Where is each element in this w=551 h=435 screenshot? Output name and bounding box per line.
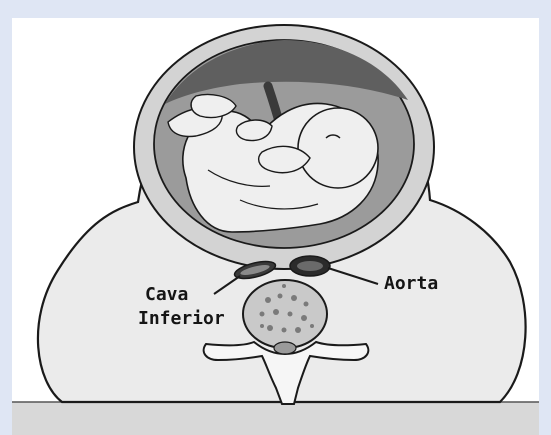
floor-surface: [12, 402, 539, 435]
vertebral-body: [243, 280, 327, 348]
aorta-lumen: [297, 261, 323, 271]
label-cava-line1: Cava: [145, 284, 188, 305]
label-cava-line2: Inferior: [138, 308, 225, 329]
fetus-head: [298, 108, 378, 188]
spinal-canal: [274, 342, 296, 354]
label-aorta: Aorta: [384, 273, 438, 294]
